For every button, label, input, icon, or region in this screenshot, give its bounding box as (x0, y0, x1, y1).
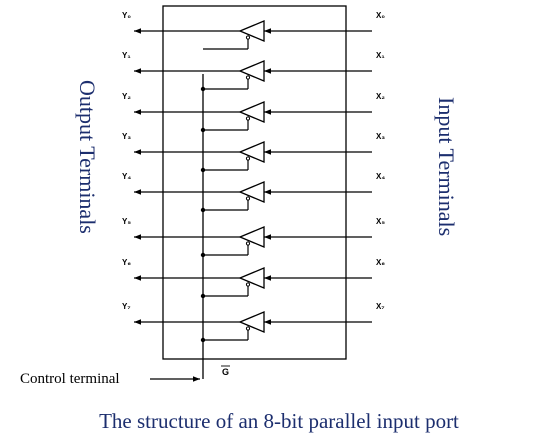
enable-bubble-5 (245, 241, 251, 246)
output-pin-label-0: Y₀ (122, 11, 131, 20)
buffer-triangle-4 (238, 181, 265, 203)
enable-bubble-3 (245, 156, 251, 161)
buffer-triangle-1 (238, 60, 265, 82)
output-pin-label-2: Y₂ (122, 92, 131, 101)
input-pin-label-4: X₄ (376, 172, 385, 181)
control-terminal-label: Control terminal (20, 371, 120, 387)
buffer-triangle-3 (238, 141, 265, 163)
output-pin-label-1: Y₁ (122, 51, 131, 60)
input-pin-label-6: X₆ (376, 258, 385, 267)
enable-bubble-7 (245, 326, 251, 331)
output-pin-label-5: Y₅ (122, 217, 131, 226)
input-pin-label-3: X₃ (376, 132, 385, 141)
input-pin-label-0: X₀ (376, 11, 385, 20)
input-pin-label-1: X₁ (376, 51, 385, 60)
enable-bubble-0 (245, 35, 251, 40)
input-pin-label-5: X₅ (376, 217, 385, 226)
enable-bubble-6 (245, 282, 251, 287)
enable-bubble-2 (245, 116, 251, 121)
buffer-triangle-6 (238, 267, 265, 289)
output-pin-label-4: Y₄ (122, 172, 131, 181)
buffer-triangle-5 (238, 226, 265, 248)
enable-bubble-4 (245, 196, 251, 201)
input-pin-label-7: X₇ (376, 302, 385, 311)
figure-caption: The structure of an 8-bit parallel input… (99, 409, 459, 433)
chip-body (162, 5, 347, 360)
output-pin-label-6: Y₆ (122, 258, 131, 267)
output-terminals-label: Output Terminals (75, 80, 100, 234)
buffer-triangle-7 (238, 311, 265, 333)
control-pin-label: G (222, 367, 229, 377)
input-pin-label-2: X₂ (376, 92, 385, 101)
buffer-triangle-0 (238, 20, 265, 42)
buffer-triangle-2 (238, 101, 265, 123)
output-pin-label-3: Y₃ (122, 132, 131, 141)
enable-bubble-1 (245, 75, 251, 80)
input-terminals-label: Input Terminals (434, 97, 459, 236)
output-pin-label-7: Y₇ (122, 302, 131, 311)
buffer-rows: Y₀ X₀ Y₁ X₁ Y₂ X₂ Y₃ X₃ Y₄ X₄ Y₅ X₅ Y₆ X₆ Y₇ X₇ (122, 11, 385, 343)
